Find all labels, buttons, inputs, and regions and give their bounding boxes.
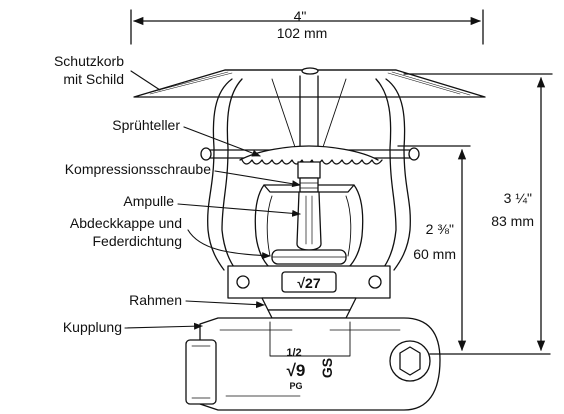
height-large-mm-label: 83 mm xyxy=(491,213,534,229)
ampulle-label: Ampulle xyxy=(123,193,174,209)
height-large-inch-label: 3 ¼" xyxy=(503,190,532,206)
kupplung-label: Kupplung xyxy=(62,319,122,335)
k-factor-mark: √9 xyxy=(287,361,306,380)
bulb-code: √27 xyxy=(297,275,320,291)
spruehteller-label: Sprühteller xyxy=(112,117,180,133)
schutzkorb-label-line1: Schutzkorb xyxy=(53,53,124,69)
width-inch-label: 4" xyxy=(293,8,307,24)
frame-body xyxy=(227,265,391,319)
height-dimensions xyxy=(397,73,553,355)
coupling xyxy=(185,317,441,411)
deflector xyxy=(239,145,383,179)
width-mm-label: 102 mm xyxy=(276,25,328,41)
bulb xyxy=(296,191,322,251)
width-dimension xyxy=(130,9,484,45)
kompressionsschraube-label: Kompressionsschraube xyxy=(64,161,211,177)
abdeckkappe-label-line2: Federdichtung xyxy=(92,233,182,249)
compression-screw xyxy=(299,177,319,193)
leader-lines xyxy=(124,70,301,330)
size-mark: 1/2 xyxy=(286,347,301,359)
height-small-inch-label: 2 ⅜" xyxy=(425,221,454,237)
height-small-mm-label: 60 mm xyxy=(413,246,456,262)
shield xyxy=(133,67,486,98)
rahmen-label: Rahmen xyxy=(129,292,182,308)
cap-seal xyxy=(271,249,347,265)
thread-mark: PG xyxy=(289,381,302,391)
abdeckkappe-label-line1: Abdeckkappe und xyxy=(69,215,182,231)
brand-mark: GS xyxy=(319,358,335,378)
schutzkorb-label-line2: mit Schild xyxy=(63,71,124,87)
